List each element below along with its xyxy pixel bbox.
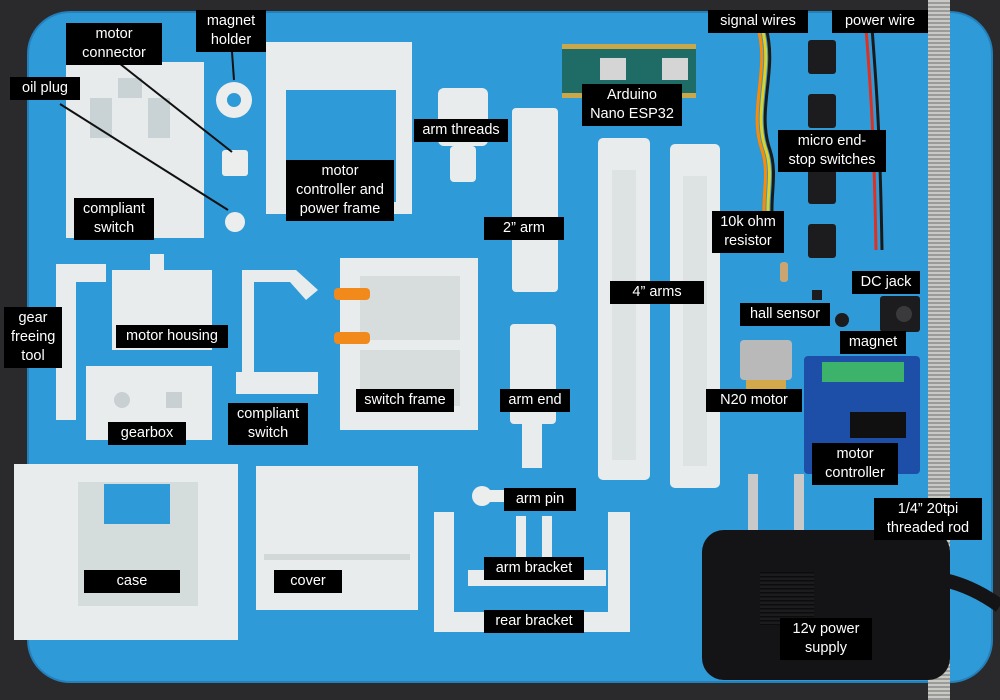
label-motor-controller: motor controller [812, 443, 898, 485]
label-n20-motor: N20 motor [706, 389, 802, 412]
label-resistor: 10k ohm resistor [712, 211, 784, 253]
power-supply-part [702, 474, 1000, 680]
label-arm-end: arm end [500, 389, 570, 412]
label-oil-plug: oil plug [10, 77, 80, 100]
label-micro-endstop: micro end- stop switches [778, 130, 886, 172]
label-hall-sensor: hall sensor [740, 303, 830, 326]
power-wire [864, 27, 878, 251]
label-rear-bracket: rear bracket [484, 610, 584, 633]
gear-freeing-tool-part [56, 264, 106, 420]
label-arduino: Arduino Nano ESP32 [582, 84, 682, 126]
label-signal-wires: signal wires [708, 10, 808, 33]
label-motor-controller-frame: motor controller and power frame [286, 160, 394, 221]
label-arm-threads: arm threads [414, 119, 508, 142]
signal-wires [755, 27, 772, 241]
label-threaded-rod: 1/4” 20tpi threaded rod [874, 498, 982, 540]
label-magnet-holder: magnet holder [196, 10, 266, 52]
label-arm-2in: 2” arm [484, 217, 564, 240]
label-arms-4in: 4” arms [610, 281, 704, 304]
resistor-part [780, 262, 788, 282]
label-gearbox: gearbox [108, 422, 186, 445]
hall-sensor-part [812, 290, 822, 300]
oil-plug-part [225, 212, 245, 232]
label-compliant-switch-bottom: compliant switch [228, 403, 308, 445]
label-power-supply: 12v power supply [780, 618, 872, 660]
orange-clip [334, 332, 370, 344]
case-part [14, 464, 238, 640]
compliant-switch-part-2 [236, 270, 318, 394]
orange-clip [334, 288, 370, 300]
motor-connector-part [222, 150, 248, 176]
label-gear-freeing-tool: gear freeing tool [4, 307, 62, 368]
label-dc-jack: DC jack [852, 271, 920, 294]
micro-endstop-switches [808, 40, 836, 258]
label-arm-bracket: arm bracket [484, 557, 584, 580]
label-power-wire: power wire [832, 10, 928, 33]
arm-2in-part [512, 108, 558, 292]
magnet-part [835, 313, 849, 327]
label-switch-frame: switch frame [356, 389, 454, 412]
label-motor-housing: motor housing [116, 325, 228, 348]
label-arm-pin: arm pin [504, 488, 576, 511]
label-compliant-switch-top: compliant switch [74, 198, 154, 240]
label-case: case [84, 570, 180, 593]
label-motor-connector: motor connector [66, 23, 162, 65]
rear-bracket-part [434, 512, 630, 632]
label-magnet: magnet [840, 331, 906, 354]
label-cover: cover [274, 570, 342, 593]
